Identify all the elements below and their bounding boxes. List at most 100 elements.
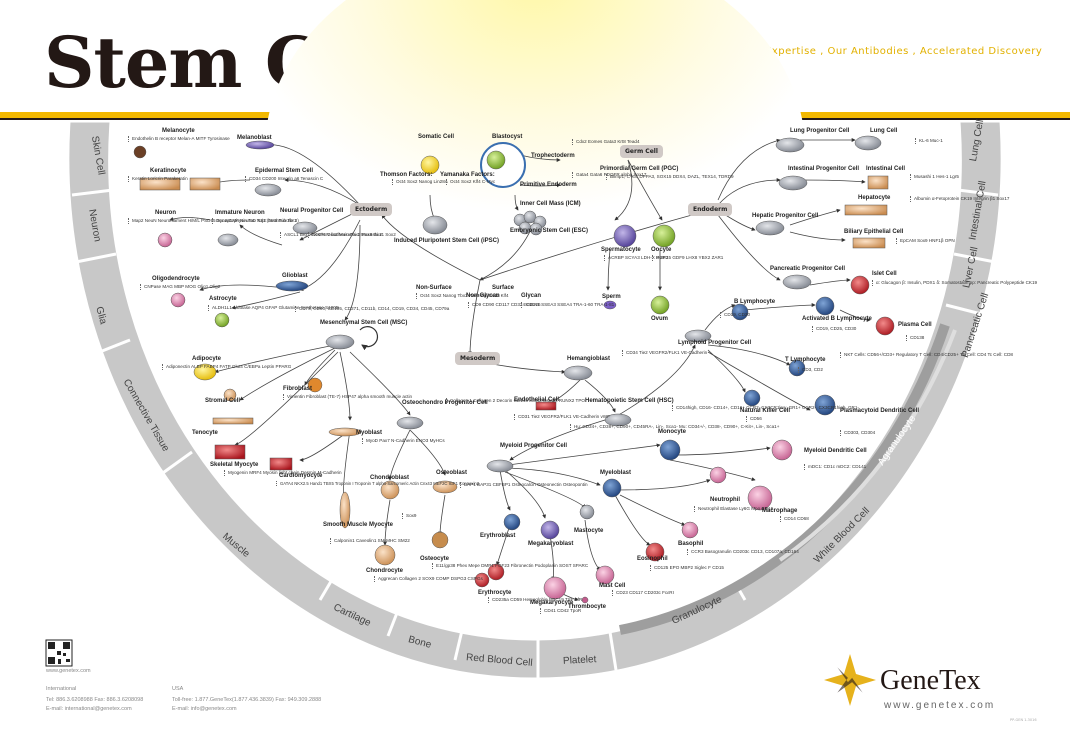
keratinocyte-markers: Keratin Loricrin Parakeratin [128,176,188,182]
neuron [157,232,173,248]
npc-markers-a: ASCL1 Brg1 CXXP6 Glis2 Musashi 1 Musashi… [280,232,382,238]
basophil-markers: CCR3 Basogranulin CD203c CD13, CD107a, C… [687,549,799,555]
lung-progenitor-label: Lung Progenitor Cell [790,128,850,134]
pdc-markers: CD303, CD304 [840,430,875,436]
qr-code-icon [45,639,73,667]
skeletal-label: Skeletal Myocyte [210,462,259,468]
islet-markers: α: Glucagon β: Insulin, PDX1 δ: Somatost… [872,280,1037,286]
tenocyte [212,417,254,425]
act-b-markers: CD19, CD25, CD30 [812,326,856,332]
endothelial-markers: CD31 Tie2 VEGFR2/FLK1 VE-Cadherin vWF [514,414,610,420]
epidermal-label: Epidermal Stem Cell [255,168,314,174]
eosinophil-label: Eosinophil [637,556,668,562]
epidermal-markers: CD34 CD200 Integrin a6 Tenascin C [245,176,323,182]
oligodendrocyte-markers: CNPase MAG MBP MOG Olig1 Olig2 [140,284,220,290]
myeloid-dc [771,439,793,461]
neutrophil-label: Neutrophil [710,497,740,503]
basophil-label: Basophil [678,541,704,547]
osteoblast [432,480,458,494]
genetex-url[interactable]: www.genetex.com [884,700,996,711]
esc-colony [513,210,547,236]
neutrophil-markers: Neutrophil Elastase Ly6G Mpo CD16 [694,506,773,512]
hepatocyte [844,204,888,216]
lung-label: Lung Cell [870,128,898,134]
oligodendrocyte [170,292,186,308]
keratinocyte [139,177,181,191]
cardiomyocyte-markers: GATA4 NKX2.5 Hand1 TBX5 Troponin I Tropo… [276,481,479,487]
plasma-label: Plasma Cell [898,322,932,328]
neuron-label: Neuron [155,210,176,216]
ipsc-label: Induced Pluripotent Stem Cell (iPSC) [394,238,500,244]
plasma-markers: CD138 [906,335,924,341]
glioblast [275,280,309,292]
osteocyte [431,531,449,549]
tenocyte-label: Tenocyte [192,430,218,436]
b-lymph-markers: CD19, CD20 [720,312,750,318]
international-email[interactable]: E-mail: international@genetex.com [46,706,132,712]
sperm-label: Sperm [602,294,621,300]
yamanaka-label: Yamanaka Factors: [440,172,495,178]
chondroblast [380,480,400,500]
cardiomyocyte [269,457,293,471]
blastocyst-label: Blastocyst [492,134,523,140]
pgc-markers: Blimp1, C-Kit, DPPA3, SOX15 DDX4, DAZL, … [606,174,734,180]
fibroblast-label: Fibroblast [283,386,313,392]
adipocyte [193,363,217,381]
macrophage [747,485,773,511]
spermatocyte-markers: ACRBP SCYA3 LDH-X PGK2 [604,255,668,261]
nonglycan-head: Non-Glycan [466,293,500,299]
biliary-markers: EpCAM Sox9 HNF1β OPN [896,238,955,244]
endothelial-cell [535,401,557,411]
macrophage-markers: CD14 CD68 [780,516,809,522]
t-lymphocyte [788,359,806,377]
yamanaka-markers: Oct4 Sox2 Klf4 C-Myc [446,179,495,185]
hsc [604,413,632,427]
primitive-endoderm-markers: Gata4 Gata6 PDGFR alpha Sox17 [572,172,646,178]
oocyte-markers: BMP15 GDF9 LHX8 YBX2 ZAR1 [652,255,723,261]
monocyte-label: Monocyte [658,429,687,435]
outer-ring [68,121,1002,679]
thomson-label: Thomson Factors: [380,172,433,178]
pancreatic-progenitor [782,274,812,290]
esc-label: Embryonic Stem Cell (ESC) [510,228,589,234]
myeloid-dc-markers: mDC1: CD1c mDC2: CD141 [804,464,866,470]
myeloblast [602,478,622,498]
lung-progenitor [775,137,805,153]
megakaryoblast [540,520,560,540]
oligodendrocyte-label: Oligodendrocyte [152,276,200,282]
msc-loop [359,326,379,351]
thrombocyte-label: Thrombocyte [568,604,607,610]
lineage-arrows [169,138,871,602]
usa-email[interactable]: E-mail: info@genetex.com [172,706,237,712]
keratinocyte-2 [189,177,221,191]
erythroblast-label: Erythroblast [480,533,516,539]
eosinophil [645,542,665,562]
intestinal-progenitor-label: Intestinal Progenitor Cell [788,166,860,172]
hepatic-progenitor [755,220,785,236]
ring-dividers [71,188,999,678]
qr-caption: www.genetex.com [46,668,91,674]
somatic-cell-label: Somatic Cell [418,134,455,140]
npc-label: Neural Progenitor Cell [280,208,344,214]
fibroblast [307,377,323,393]
osteochondro-label: Osteochondro Progenitor Cell [402,400,488,406]
eosinophil-markers: CD125 EPO MBP2 Siglec F CD15 [650,565,724,571]
melanocyte [133,145,147,159]
document-code: PP-GEN 1-3016 [1010,718,1037,722]
blastocyst-icm [486,150,506,170]
osteocyte-label: Osteocyte [420,556,450,562]
immature-neuron-label: Immature Neuron [215,210,265,216]
agranulocyte-arc [778,329,957,562]
sperm [603,300,617,310]
thrombocyte [581,596,589,604]
islet-label: Islet Cell [872,271,897,277]
monocyte [659,439,681,461]
stromal-cell [223,388,237,402]
adipocyte-markers: Adiponectin ALBP FABP4 FATP Glut4 C/EBPa… [162,364,291,370]
oocyte-label: Oocyte [651,247,672,253]
hsc-label: Hematopoietic Stem Cell (HSC) [585,398,674,404]
erythrocyte-markers: CD235a CD59 Hemoglobin RBC19 TSF TfR [488,597,582,603]
nk-label: Natural Killer Cell [740,408,791,414]
immature-neuron [217,233,239,247]
astrocyte-label: Astrocyte [209,296,237,302]
